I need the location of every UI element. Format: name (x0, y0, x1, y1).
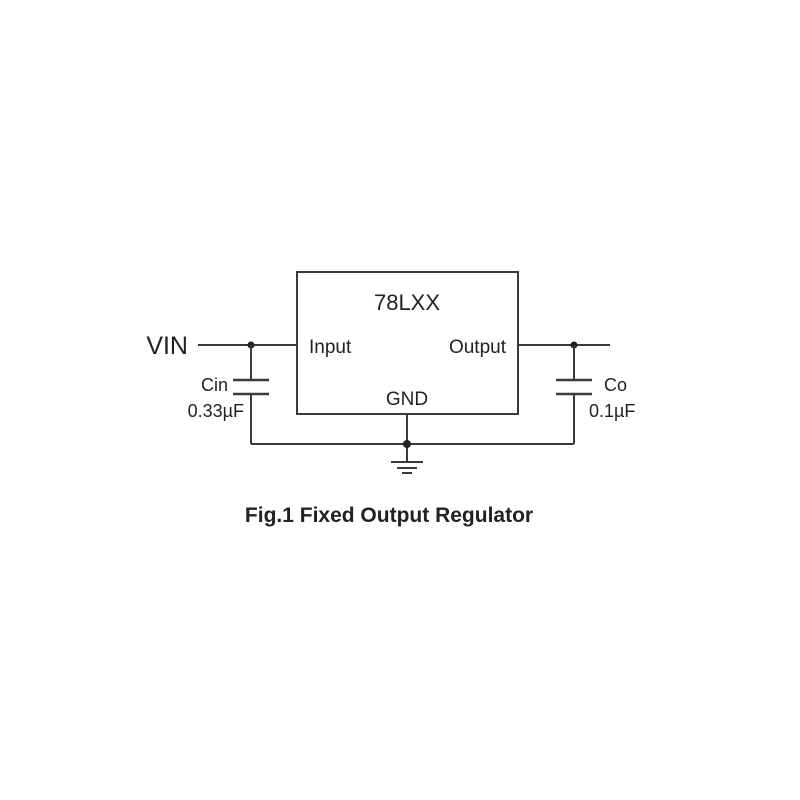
cin-value-label: 0.33µF (188, 401, 244, 421)
ground-icon (391, 461, 423, 474)
gnd-junction-dot (403, 440, 411, 448)
regulator-part-label: 78LXX (374, 290, 440, 315)
gnd-pin-label: GND (386, 389, 428, 410)
figure-caption: Fig.1 Fixed Output Regulator (245, 504, 533, 527)
cin-name-label: Cin (201, 375, 228, 395)
co-name-label: Co (604, 375, 627, 395)
co-value-label: 0.1µF (589, 401, 635, 421)
vin-label: VIN (146, 332, 188, 360)
input-pin-label: Input (309, 337, 352, 358)
output-pin-label: Output (449, 337, 507, 358)
